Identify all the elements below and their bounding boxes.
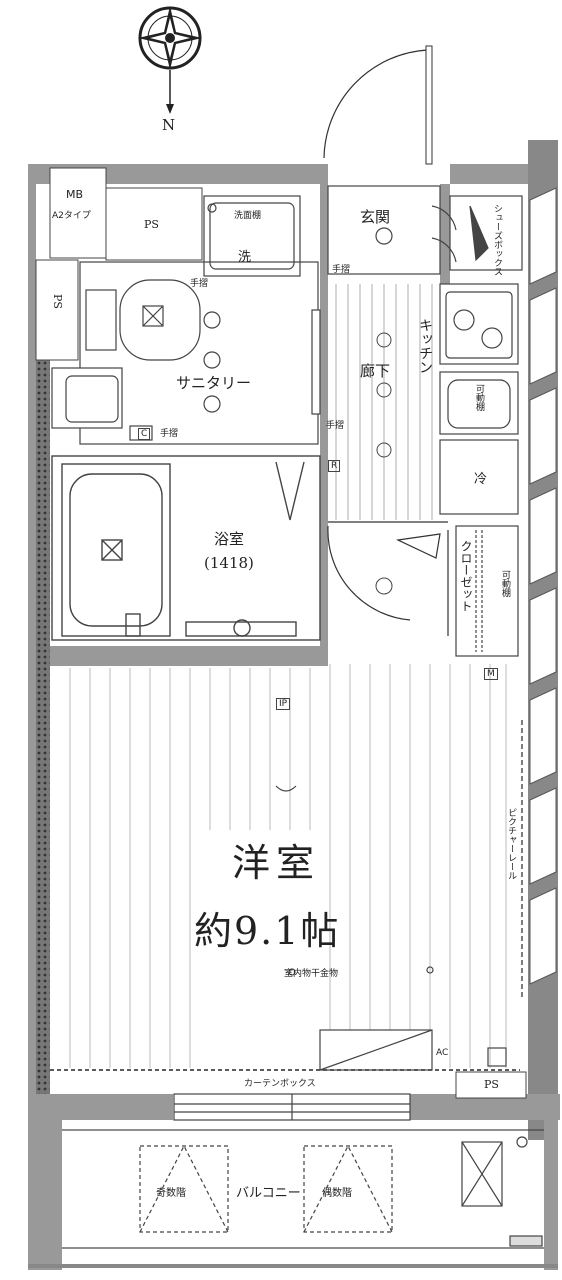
balcony — [59, 1129, 547, 1249]
balcony-window — [173, 1093, 411, 1121]
western-room-floor — [69, 664, 507, 1068]
entrance-area — [327, 185, 523, 275]
corridor-lights — [375, 332, 393, 595]
ps-left-label: PS — [51, 294, 64, 309]
mb-type-label: A2タイプ — [52, 211, 91, 221]
shoes-box-label: シューズボックス — [492, 204, 502, 276]
western-room-size: 約9.1帖 — [194, 909, 341, 953]
mark-m: M — [484, 668, 498, 680]
ps-bottom-label: PS — [484, 1078, 499, 1091]
shelf-2-label: 可動棚 — [474, 384, 484, 411]
handrail-1-label: 手摺 — [190, 279, 209, 289]
compass-icon — [138, 6, 202, 114]
entrance-door — [323, 45, 433, 165]
western-room-label: 洋室 — [232, 841, 321, 885]
bath-size-label: (1418) — [204, 554, 254, 572]
washstand — [51, 367, 153, 441]
fridge-label: 冷 — [474, 472, 488, 487]
corridor-door — [327, 521, 449, 636]
bathroom — [51, 455, 321, 641]
mb-label: MB — [66, 188, 84, 201]
closet-label: クローゼット — [459, 540, 473, 612]
mark-ip: IP — [276, 698, 291, 710]
handrail-3-label: 手摺 — [160, 429, 179, 439]
corridor-label: 廊下 — [360, 362, 391, 380]
indoor-dryer-label: 室内物干金物 — [284, 969, 339, 979]
bath-label: 浴室 — [214, 530, 245, 548]
wash-label: 洗 — [238, 250, 252, 265]
shelf-3-label: 可動棚 — [500, 570, 510, 597]
balcony-right-wall — [544, 1120, 558, 1270]
handrail-2-label: 手摺 — [332, 265, 351, 275]
western-room-fixtures — [50, 720, 523, 1071]
picture-rail-label: ピクチャーレール — [506, 808, 516, 880]
shelf-1-label: 洗面棚 — [234, 211, 262, 221]
sanitary-room — [79, 195, 321, 445]
mb-ps-area — [35, 167, 203, 361]
handrail-4-label: 手摺 — [326, 421, 345, 431]
balcony-dryer-right: 偶数階 — [322, 1188, 352, 1199]
curtain-box-label: カーテンボックス — [244, 1079, 316, 1089]
closet-area — [455, 525, 519, 657]
sanitary-label: サニタリー — [176, 374, 252, 392]
north-label: N — [162, 116, 176, 134]
mark-ac: AC — [436, 1048, 449, 1058]
balcony-left-wall — [28, 1120, 62, 1270]
entrance-label: 玄関 — [360, 208, 391, 226]
kitchen-label: キッチン — [417, 318, 433, 374]
ps-top-label: PS — [144, 218, 159, 231]
mark-c: C — [138, 428, 151, 440]
balcony-dryer-left: 奇数階 — [156, 1188, 186, 1199]
corridor-floor — [335, 284, 433, 520]
balcony-label: バルコニー — [236, 1186, 301, 1201]
left-wall-hatch — [36, 260, 50, 1094]
kitchen-area — [439, 283, 519, 515]
ps-box — [455, 1071, 527, 1099]
mark-r: R — [328, 460, 341, 472]
right-wall-openings — [529, 187, 557, 985]
